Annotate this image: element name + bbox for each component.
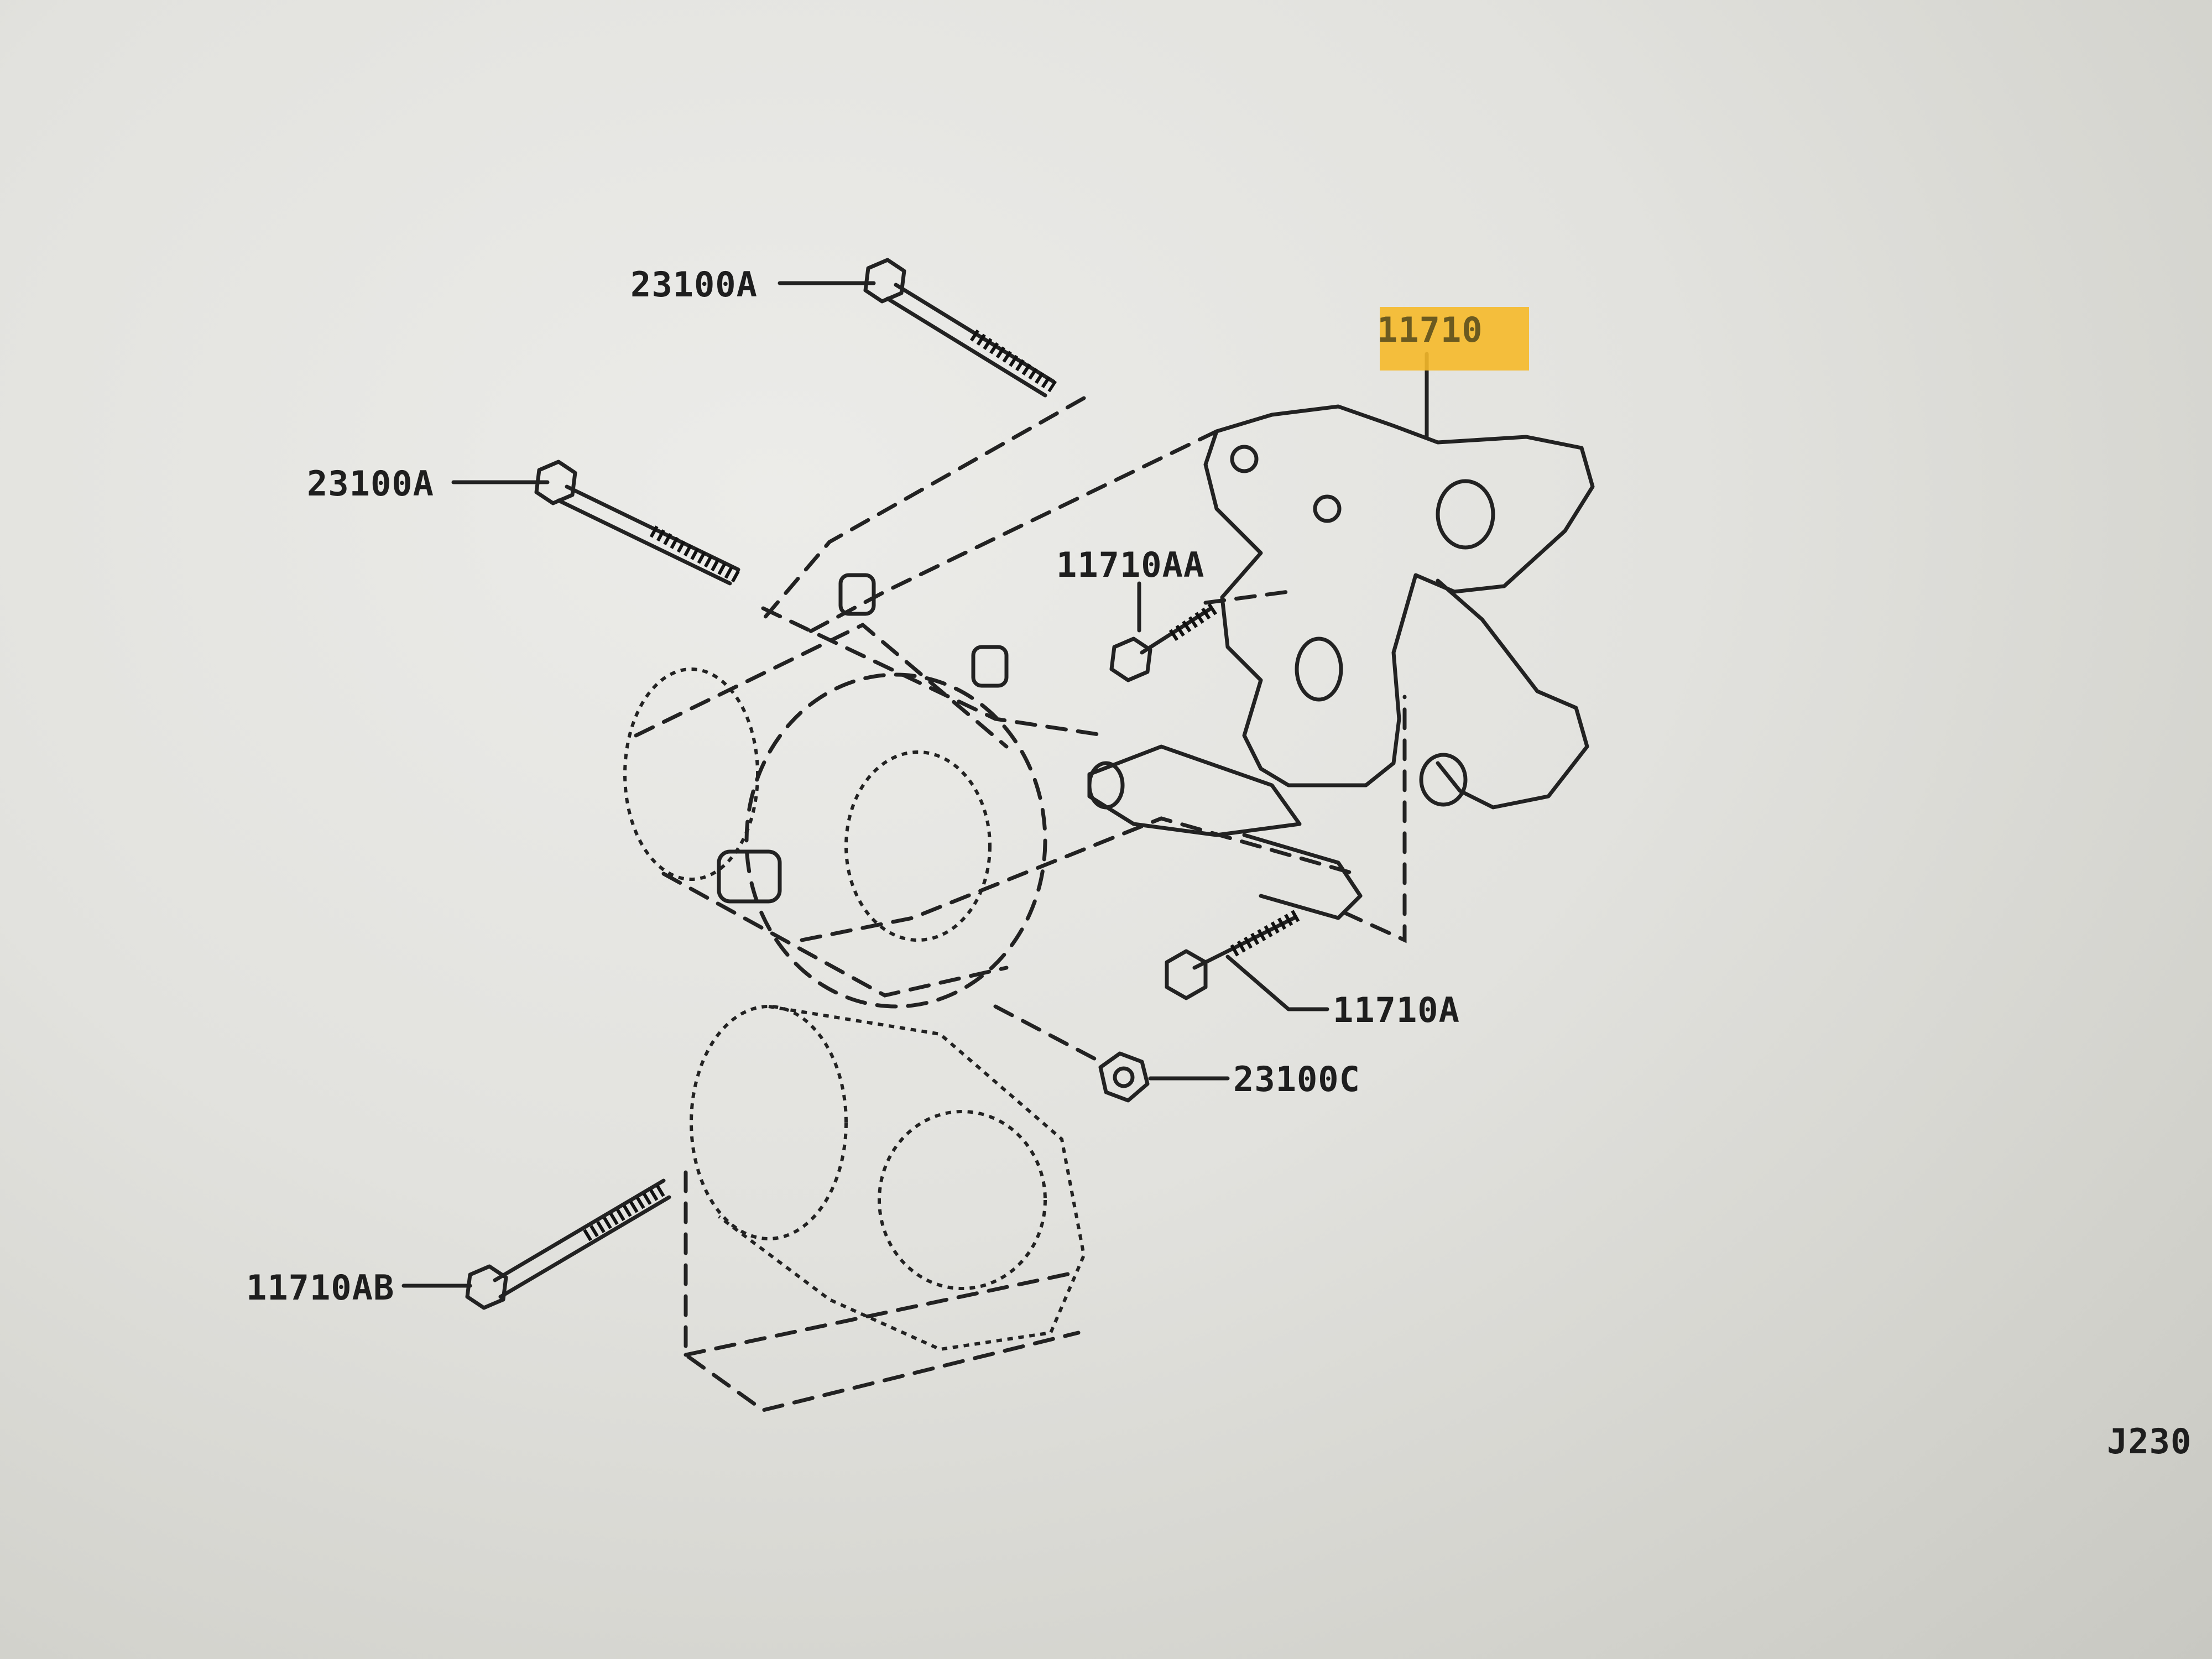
compressor-body	[718, 1005, 1086, 1352]
align-4	[800, 816, 1357, 942]
bolt-head	[863, 258, 906, 304]
compressor-rear	[878, 1110, 1047, 1290]
bolt-thread	[969, 329, 1057, 393]
bolt-shank	[1192, 916, 1296, 970]
bolt-thread	[583, 1183, 667, 1241]
compressor-base-diag	[684, 1270, 1081, 1357]
compressor-clutch	[690, 1005, 848, 1240]
bracket-11710	[1087, 404, 1595, 920]
callout-11710aa[interactable]: 11710AA	[1056, 545, 1205, 585]
bolt-11710a	[1165, 910, 1300, 1000]
bracket-foot	[1242, 833, 1363, 920]
alternator-side-ear	[971, 645, 1009, 688]
bolt-shank-edge	[498, 1195, 671, 1299]
bracket-bushing-top	[1436, 479, 1495, 550]
bracket-bushing-bottom	[1419, 753, 1468, 807]
alternator-body	[744, 672, 1047, 1009]
callout-23100a-top[interactable]: 23100A	[630, 264, 758, 305]
bolt-shank-edge	[885, 296, 1047, 398]
nut-23100c	[1098, 1051, 1150, 1103]
bolt-head	[1165, 949, 1208, 1000]
bolt-11710aa	[1109, 603, 1218, 682]
alternator-rear-cover	[844, 750, 992, 942]
align-1	[761, 396, 1086, 622]
bolt-23100a-top	[863, 258, 1057, 398]
callout-23100c[interactable]: 23100C	[1233, 1059, 1360, 1099]
bolt-head	[534, 460, 577, 505]
bolt-shank-edge	[556, 498, 732, 586]
bolt-head	[1109, 637, 1152, 682]
bracket-hole-center	[1295, 637, 1343, 702]
callout-11710[interactable]: 11710	[1377, 310, 1483, 350]
callout-11710a[interactable]: 11710A	[1333, 990, 1460, 1030]
bolt-thread	[649, 525, 742, 583]
bracket-lower-tab	[1087, 744, 1302, 837]
compressor	[684, 1005, 1086, 1412]
alternator-mount-ear	[717, 849, 782, 904]
nut-hole	[1113, 1066, 1135, 1088]
align-6	[1342, 695, 1407, 943]
leader-lower-bolt	[1225, 954, 1329, 1011]
align-7	[1203, 589, 1291, 605]
bracket-arm	[1436, 578, 1589, 810]
bolt-11710ab	[465, 1178, 671, 1310]
nut-body	[1098, 1051, 1150, 1103]
bolt-thread	[1168, 603, 1218, 641]
align-2	[800, 429, 1219, 638]
bolt-head	[465, 1264, 508, 1310]
bolt-23100a-left	[534, 460, 742, 586]
bolt-shank	[1140, 606, 1213, 655]
figure-code: J230	[2107, 1421, 2192, 1462]
callout-23100a-left[interactable]: 23100A	[307, 463, 434, 504]
callout-11710ab[interactable]: 11710AB	[246, 1267, 395, 1308]
bolt-shank	[493, 1178, 666, 1282]
bracket-lower-tab-hole	[1087, 761, 1125, 810]
align-5	[993, 1004, 1103, 1064]
compressor-base-outline	[684, 1170, 1081, 1412]
alternator-top-edge	[634, 622, 1009, 749]
part-highlight	[1380, 307, 1529, 371]
alternator	[623, 573, 1047, 1009]
alternator-top-ear	[838, 573, 876, 616]
bracket-hole-left	[1230, 445, 1259, 473]
bracket-upper-body	[1203, 404, 1595, 787]
alternator-bottom-edge	[661, 872, 1009, 998]
alternator-pulley	[623, 667, 759, 881]
alignment-lines	[761, 396, 1407, 1064]
bracket-hole-mid	[1313, 494, 1342, 523]
